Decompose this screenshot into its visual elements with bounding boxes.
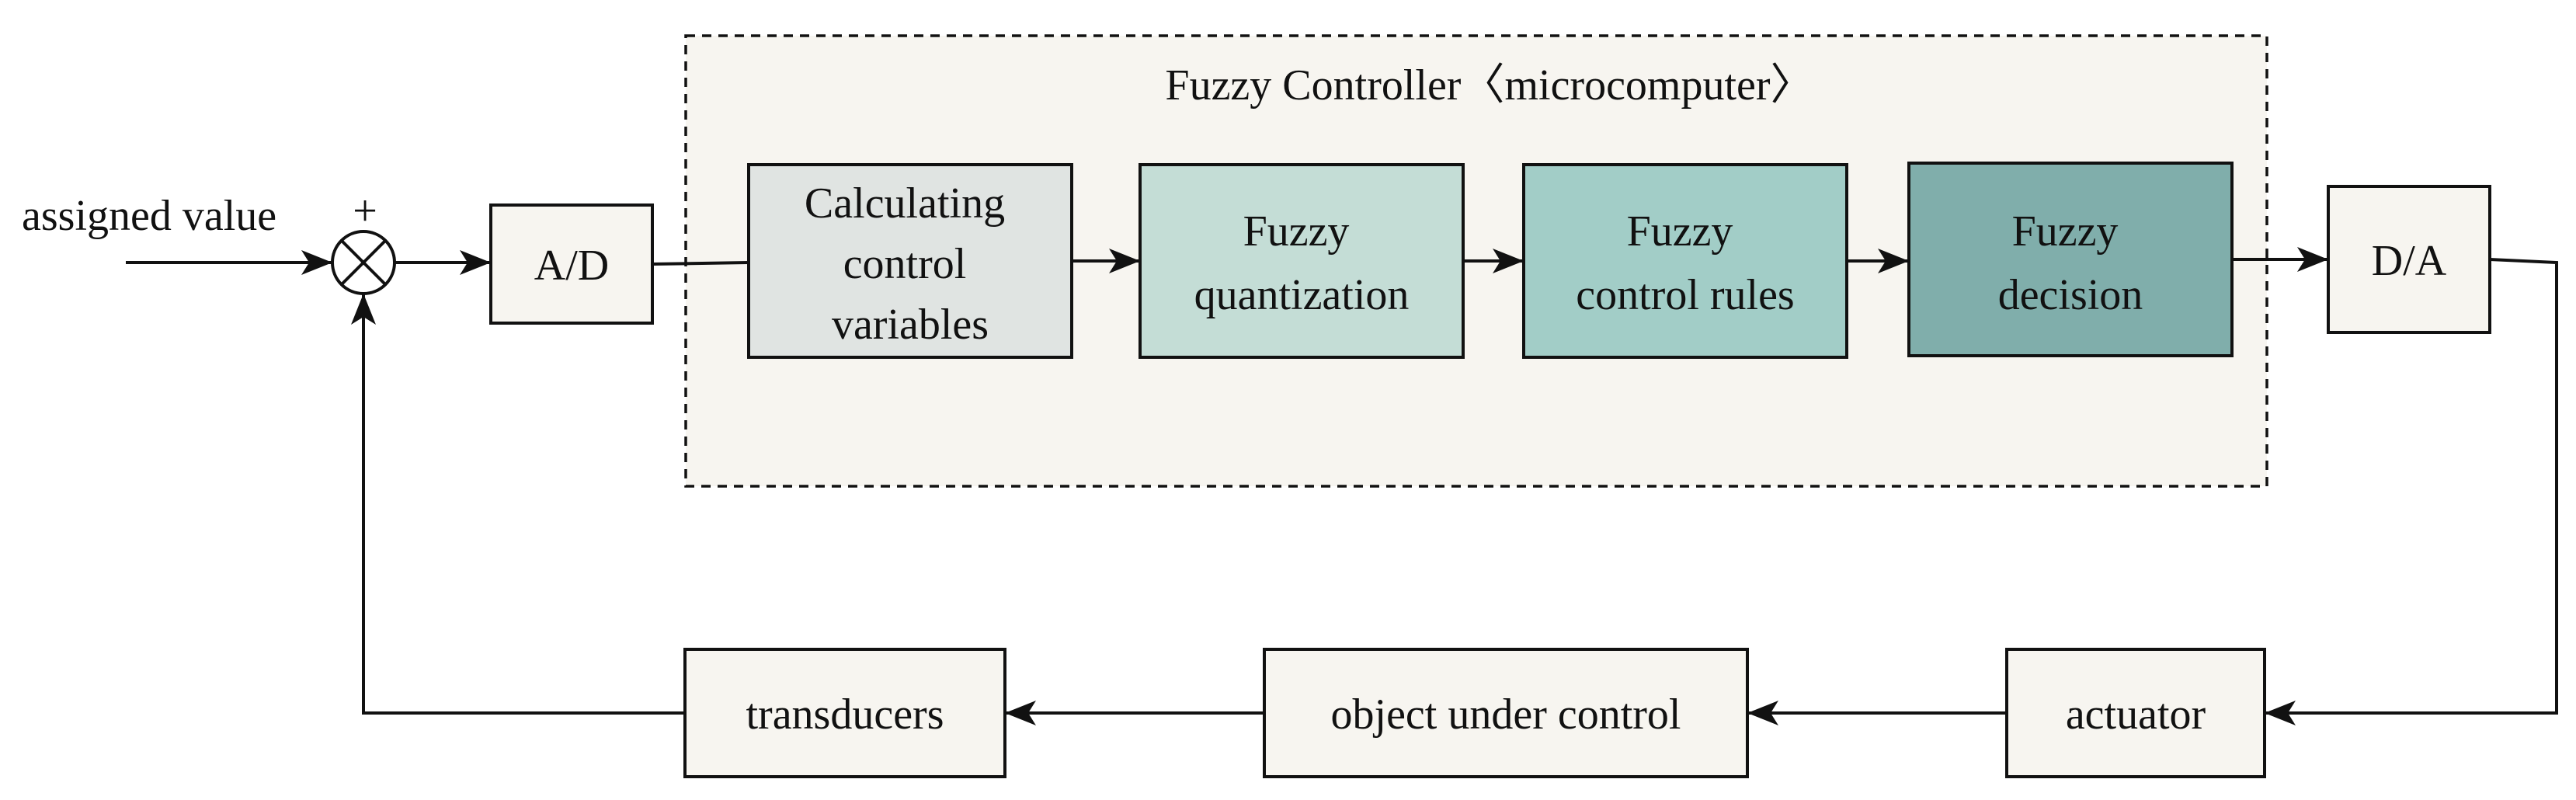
actuator-label: actuator bbox=[2066, 690, 2206, 739]
fuzzy-quantization-box bbox=[1139, 163, 1465, 359]
transducers-label: transducers bbox=[746, 690, 944, 739]
ad-to-calc-line bbox=[652, 261, 749, 266]
object-under-control-box bbox=[1263, 648, 1749, 778]
transducers-box bbox=[683, 648, 1006, 778]
fuzzy-control-rules-box bbox=[1522, 163, 1848, 359]
fuzzy-control-rules-label: Fuzzy control rules bbox=[1576, 207, 1794, 319]
summing-sign-plus: + bbox=[353, 187, 377, 235]
connection-wires bbox=[126, 247, 2558, 725]
actuator-box bbox=[2005, 648, 2266, 778]
fuzzy-decision-label: Fuzzy decision bbox=[1998, 207, 2143, 319]
fuzzy-decision-box bbox=[1907, 162, 2234, 357]
controller-title: Fuzzy Controller〈microcomputer〉 bbox=[1165, 61, 1813, 110]
feedback-arrow bbox=[351, 294, 685, 715]
da-to-actuator-arrow bbox=[2265, 258, 2558, 725]
fuzzy-quantization-label: Fuzzy quantization bbox=[1194, 207, 1410, 319]
calc-variables-box bbox=[747, 163, 1073, 359]
da-converter-box bbox=[2327, 185, 2491, 334]
summing-junction bbox=[331, 230, 396, 295]
calc-variables-label: Calculating control variables bbox=[805, 179, 1016, 349]
ad-converter-label: A/D bbox=[534, 242, 609, 290]
da-converter-label: D/A bbox=[2372, 237, 2447, 285]
input-label: assigned value bbox=[22, 192, 276, 240]
object-under-control-label: object under control bbox=[1331, 690, 1681, 739]
